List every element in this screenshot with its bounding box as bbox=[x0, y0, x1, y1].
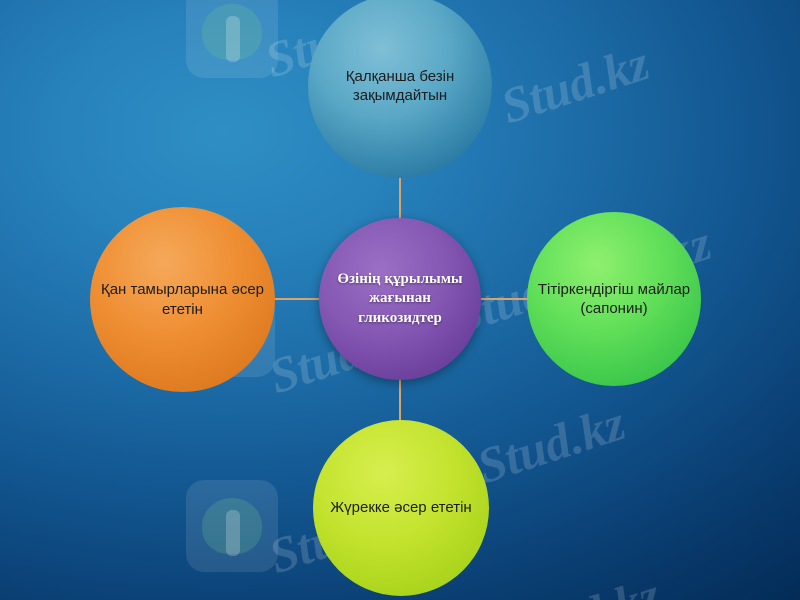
node-bottom[interactable]: Жүрекке әсер ететін bbox=[313, 420, 489, 596]
node-center[interactable]: Өзінің құрылымы жағынан гликозидтер bbox=[319, 218, 481, 380]
watermark-text: Stud.kz bbox=[470, 394, 632, 495]
stud-kz-logo-icon bbox=[186, 0, 278, 78]
watermark-text: Stud.kz bbox=[494, 34, 656, 135]
node-left[interactable]: Қан тамырларына әсер ететін bbox=[90, 207, 275, 392]
node-center-label: Өзінің құрылымы жағынан гликозидтер bbox=[337, 271, 463, 326]
stud-kz-logo-icon bbox=[186, 480, 278, 572]
node-right[interactable]: Тітіркендіргіш майлар (сапонин) bbox=[527, 212, 701, 386]
watermark-text: Stud.kz bbox=[505, 565, 667, 600]
node-top-label: Қалқанша безін зақымдайтын bbox=[345, 67, 455, 104]
node-left-label: Қан тамырларына әсер ететін bbox=[100, 281, 265, 318]
node-right-label: Тітіркендіргіш майлар (сапонин) bbox=[537, 280, 691, 317]
node-bottom-label: Жүрекке әсер ететін bbox=[330, 499, 472, 517]
node-top[interactable]: Қалқанша безін зақымдайтын bbox=[308, 0, 492, 178]
